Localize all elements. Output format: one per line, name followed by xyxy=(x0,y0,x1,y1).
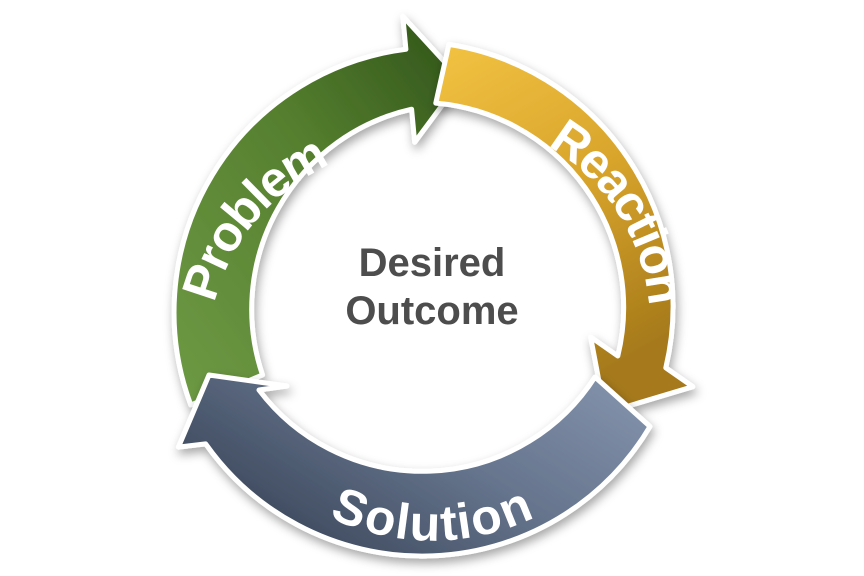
arrow-reaction xyxy=(433,41,696,416)
reaction-label: Reaction xyxy=(541,108,694,308)
arrow-problem-shape xyxy=(171,13,464,408)
center-label-line1: Desired xyxy=(359,241,506,285)
arrow-solution-shape xyxy=(175,372,653,559)
arrow-reaction-shape xyxy=(433,41,696,416)
center-label-line2: Outcome xyxy=(345,289,518,333)
arrow-solution xyxy=(175,372,653,559)
arrow-problem xyxy=(171,13,464,408)
